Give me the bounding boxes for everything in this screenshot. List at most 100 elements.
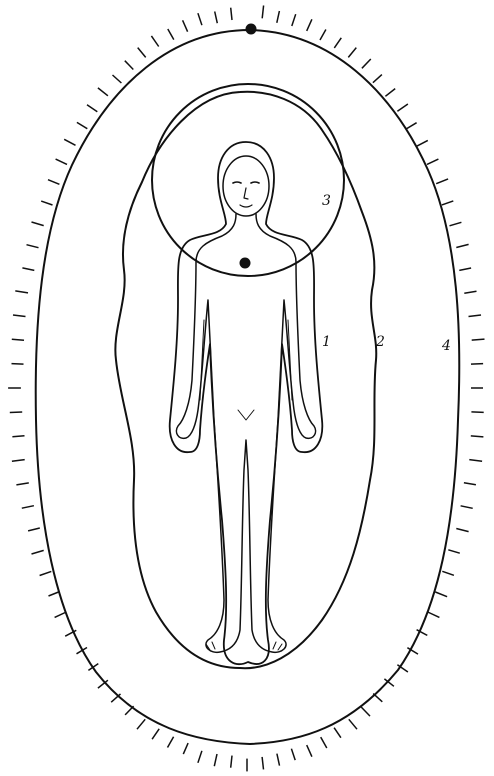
throat-dot: [240, 258, 251, 269]
radiating-tick: [12, 364, 24, 365]
radiating-tick: [472, 339, 485, 340]
figure-groin: [238, 410, 254, 420]
radiating-tick: [442, 571, 454, 575]
radiating-tick: [55, 612, 67, 617]
radiating-tick: [373, 75, 382, 83]
radiating-tick: [10, 412, 22, 413]
radiating-tick: [469, 460, 482, 462]
figure-nose: [244, 188, 248, 199]
radiating-tick: [471, 364, 483, 365]
radiating-tick: [291, 749, 295, 760]
layer-1-label: 1: [322, 334, 331, 350]
radiating-tick: [361, 707, 370, 716]
layer-2-label: 2: [375, 334, 385, 350]
radiating-tick: [362, 59, 371, 68]
radiating-tick: [385, 89, 395, 97]
radiating-tick: [442, 201, 453, 205]
radiating-tick: [448, 550, 460, 553]
radiating-tick: [262, 6, 263, 19]
radiating-tick: [456, 244, 468, 247]
radiating-tick: [471, 412, 483, 413]
radiating-tick: [48, 180, 59, 185]
radiating-tick: [334, 38, 341, 48]
radiating-tick: [183, 743, 188, 754]
radiating-tick: [183, 20, 188, 31]
radiating-tick: [12, 460, 25, 462]
radiating-tick: [16, 483, 28, 485]
radiating-tick: [125, 61, 134, 70]
radiating-tick: [307, 745, 312, 757]
radiating-tick: [87, 105, 97, 112]
radiating-tick: [77, 122, 87, 128]
radiating-tick: [56, 159, 67, 164]
radiating-tick: [151, 36, 158, 47]
radiating-tick: [12, 436, 24, 437]
radiating-tick: [40, 571, 52, 575]
radiating-tick: [98, 88, 108, 96]
crown-dot: [246, 24, 257, 35]
radiating-tick: [113, 75, 122, 83]
radiating-tick: [32, 222, 44, 226]
radiating-tick: [64, 139, 75, 145]
radiating-tick: [277, 754, 280, 766]
radiating-tick: [15, 291, 28, 293]
radiating-tick: [334, 728, 341, 738]
figure-arm-detail: [200, 320, 292, 400]
human-figure: [176, 156, 315, 652]
layer-1-outline: [170, 142, 323, 664]
radiating-tick: [231, 8, 232, 20]
layer-2-outline: [115, 92, 376, 668]
radiating-ticks: [8, 6, 484, 772]
figure-mouth: [240, 205, 252, 207]
radiating-tick: [231, 756, 232, 768]
radiating-tick: [320, 30, 326, 41]
radiating-tick: [168, 737, 174, 748]
layer-3-label: 3: [322, 193, 331, 209]
radiating-tick: [137, 719, 145, 729]
radiating-tick: [406, 123, 416, 129]
radiating-tick: [27, 245, 39, 248]
radiating-tick: [13, 315, 26, 317]
radiating-tick: [22, 506, 34, 509]
radiating-tick: [198, 13, 202, 25]
layer-4-label: 4: [441, 338, 451, 354]
radiating-tick: [456, 529, 468, 532]
radiating-tick: [41, 201, 52, 205]
radiating-tick: [417, 140, 428, 146]
radiating-tick: [435, 592, 447, 597]
radiating-tick: [12, 339, 24, 340]
radiating-tick: [459, 268, 471, 270]
radiating-tick: [427, 159, 438, 164]
radiating-tick: [214, 754, 217, 766]
radiating-tick: [168, 29, 174, 40]
radiating-tick: [349, 719, 357, 729]
radiating-tick: [292, 14, 296, 26]
radiating-tick: [436, 179, 448, 184]
radiating-tick: [152, 729, 159, 739]
radiating-tick: [471, 436, 484, 437]
radiating-tick: [450, 222, 462, 226]
radiating-tick: [461, 506, 473, 509]
radiating-tick: [277, 11, 280, 23]
radiating-tick: [428, 612, 440, 617]
radiating-tick: [464, 483, 476, 485]
radiating-tick: [198, 751, 202, 763]
figure-body: [176, 214, 315, 652]
radiating-tick: [307, 19, 312, 31]
radiating-tick: [22, 268, 34, 271]
figure-eyes: [233, 182, 259, 183]
radiating-tick: [215, 12, 218, 24]
figure-toes: [206, 642, 282, 650]
radiating-tick: [28, 528, 40, 531]
radiating-tick: [321, 737, 327, 748]
radiating-tick: [32, 550, 44, 554]
radiating-tick: [397, 104, 408, 111]
radiating-tick: [469, 315, 482, 317]
radiating-tick: [348, 48, 356, 58]
radiating-tick: [464, 291, 476, 293]
layer-4-outline: [36, 30, 460, 744]
radiating-tick: [262, 757, 263, 770]
radiating-tick: [138, 48, 146, 58]
